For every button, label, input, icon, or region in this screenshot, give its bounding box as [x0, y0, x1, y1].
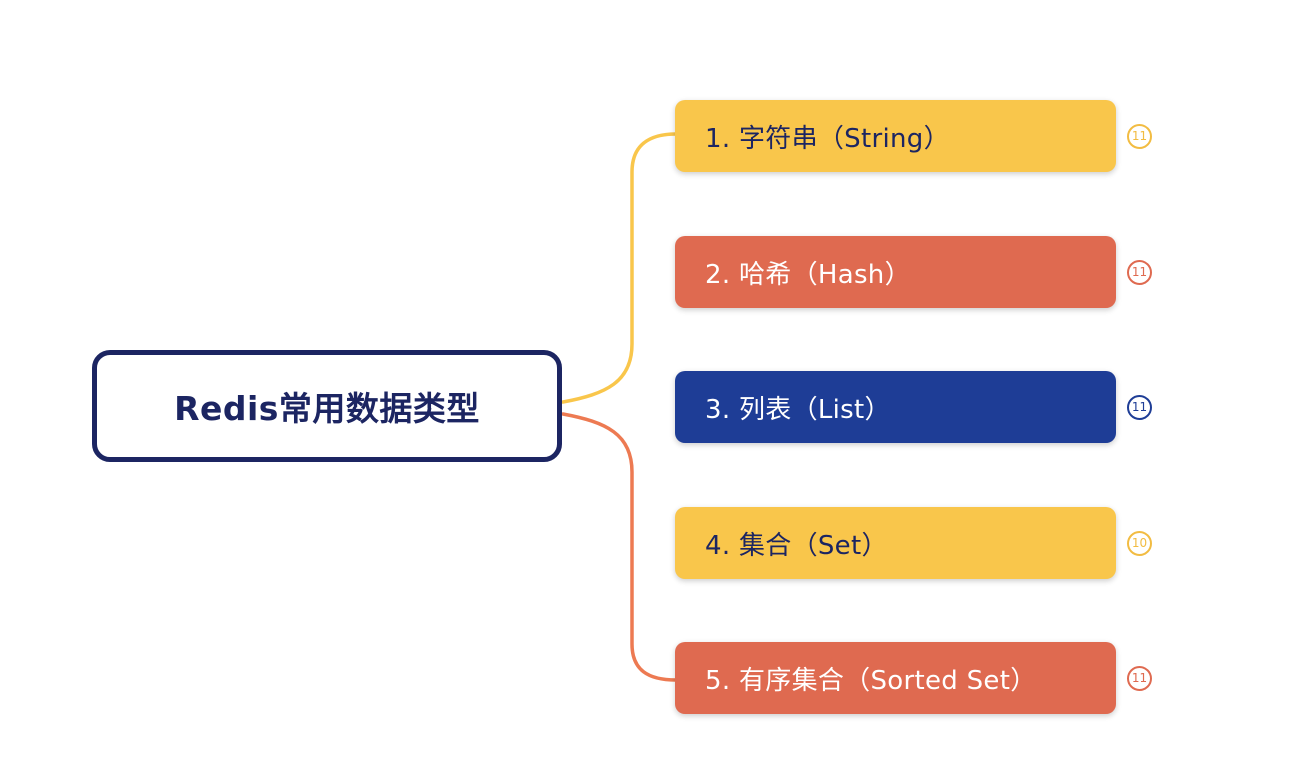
branch-node-hash[interactable]: 2. 哈希（Hash）	[675, 236, 1116, 308]
branch-count-badge-string[interactable]: 11	[1127, 123, 1152, 149]
branch-label-list: 3. 列表（List）	[705, 394, 891, 425]
root-node-label: Redis常用数据类型	[174, 389, 480, 428]
branch-label-string: 1. 字符串（String）	[705, 123, 950, 154]
branch-node-set[interactable]: 4. 集合（Set）	[675, 507, 1116, 579]
branch-label-sorted-set: 5. 有序集合（Sorted Set）	[705, 665, 1037, 696]
root-node[interactable]: Redis常用数据类型	[92, 350, 562, 462]
branch-count-badge-sorted-set[interactable]: 11	[1127, 665, 1152, 691]
branch-row-string: 1. 字符串（String） 11	[675, 100, 1152, 172]
branch-count-badge-set[interactable]: 10	[1127, 530, 1152, 556]
connector-branch-1	[561, 132, 678, 404]
branch-count-badge-hash[interactable]: 11	[1127, 259, 1152, 285]
branch-node-list[interactable]: 3. 列表（List）	[675, 371, 1116, 443]
branch-node-string[interactable]: 1. 字符串（String）	[675, 100, 1116, 172]
branch-row-sorted-set: 5. 有序集合（Sorted Set） 11	[675, 642, 1152, 714]
branch-row-hash: 2. 哈希（Hash） 11	[675, 236, 1152, 308]
branch-row-set: 4. 集合（Set） 10	[675, 507, 1152, 579]
branch-label-hash: 2. 哈希（Hash）	[705, 259, 911, 290]
branch-row-list: 3. 列表（List） 11	[675, 371, 1152, 443]
branch-count-badge-list[interactable]: 11	[1127, 394, 1152, 420]
branch-node-sorted-set[interactable]: 5. 有序集合（Sorted Set）	[675, 642, 1116, 714]
connector-branch-5	[561, 412, 678, 682]
branch-label-set: 4. 集合（Set）	[705, 530, 888, 561]
